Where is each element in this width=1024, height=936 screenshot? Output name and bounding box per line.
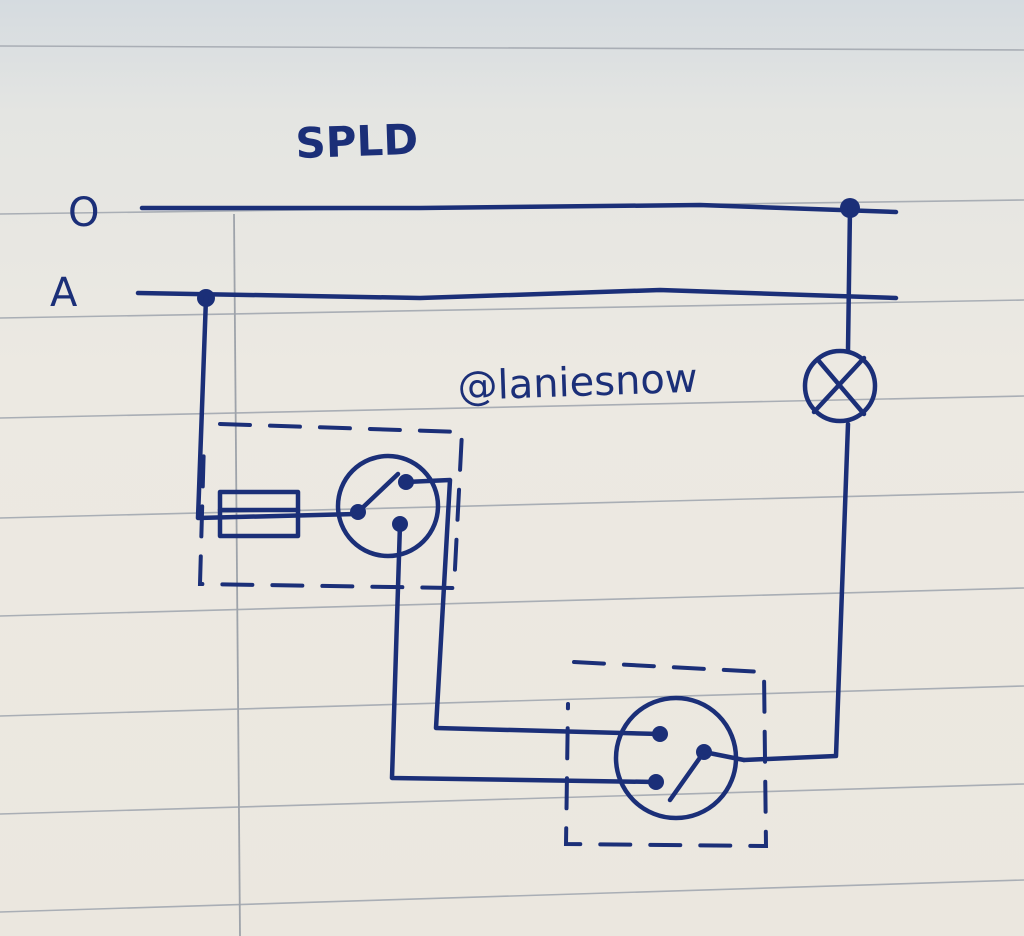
switch-2-lever (667, 749, 707, 803)
switch-2-body (613, 695, 739, 821)
switch-2-output-wire (701, 749, 747, 763)
margin-line (233, 213, 241, 936)
diagram-title: SPLD (295, 115, 419, 168)
active-rail (135, 287, 899, 301)
active-to-switch-1-wire (195, 295, 359, 521)
switch-2-enclosure (563, 660, 769, 849)
traveler-wire-1 (403, 477, 663, 737)
lamp-symbol (802, 348, 878, 424)
switch-1-indicator (217, 489, 301, 539)
neutral-rail (139, 202, 899, 215)
page-rules (0, 45, 1024, 913)
line-label-o: O (68, 190, 99, 236)
author-watermark: @laniesnow (457, 356, 699, 410)
switch-1-body (335, 453, 441, 559)
line-label-a: A (50, 270, 78, 316)
switch-1-enclosure (197, 422, 465, 591)
switch-2-lower-terminal (648, 774, 664, 790)
lamp-return-wire (741, 421, 851, 763)
switch-1-lever (355, 471, 401, 515)
lamp-feed-wire (845, 205, 853, 353)
switch-2-upper-terminal (652, 726, 668, 742)
